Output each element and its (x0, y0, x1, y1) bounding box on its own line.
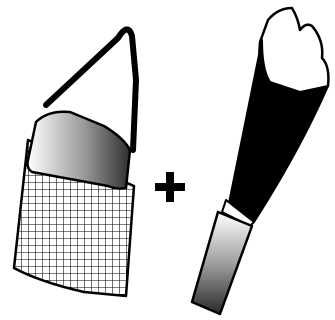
plus-icon (155, 172, 185, 202)
cone-tip (192, 212, 252, 314)
cone-holder-icon (192, 8, 328, 314)
mesh-bag-icon (14, 29, 136, 296)
